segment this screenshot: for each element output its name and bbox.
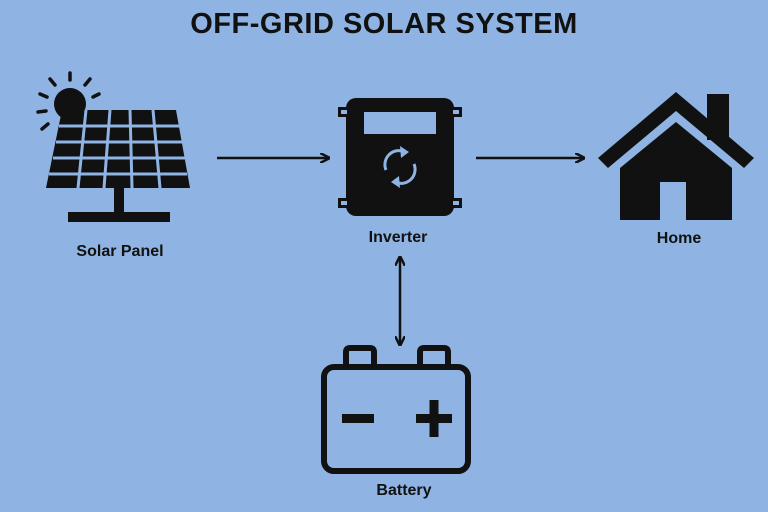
inverter-icon [338, 98, 462, 216]
home-label: Home [656, 230, 702, 247]
inverter-label: Inverter [368, 229, 428, 246]
home-icon [598, 92, 754, 220]
diagram-title: OFF-GRID SOLAR SYSTEM [190, 8, 578, 40]
battery-label: Battery [376, 482, 432, 499]
solar-panel-label: Solar Panel [76, 243, 164, 260]
battery-icon [321, 345, 471, 474]
solar-panel-icon [46, 109, 190, 222]
